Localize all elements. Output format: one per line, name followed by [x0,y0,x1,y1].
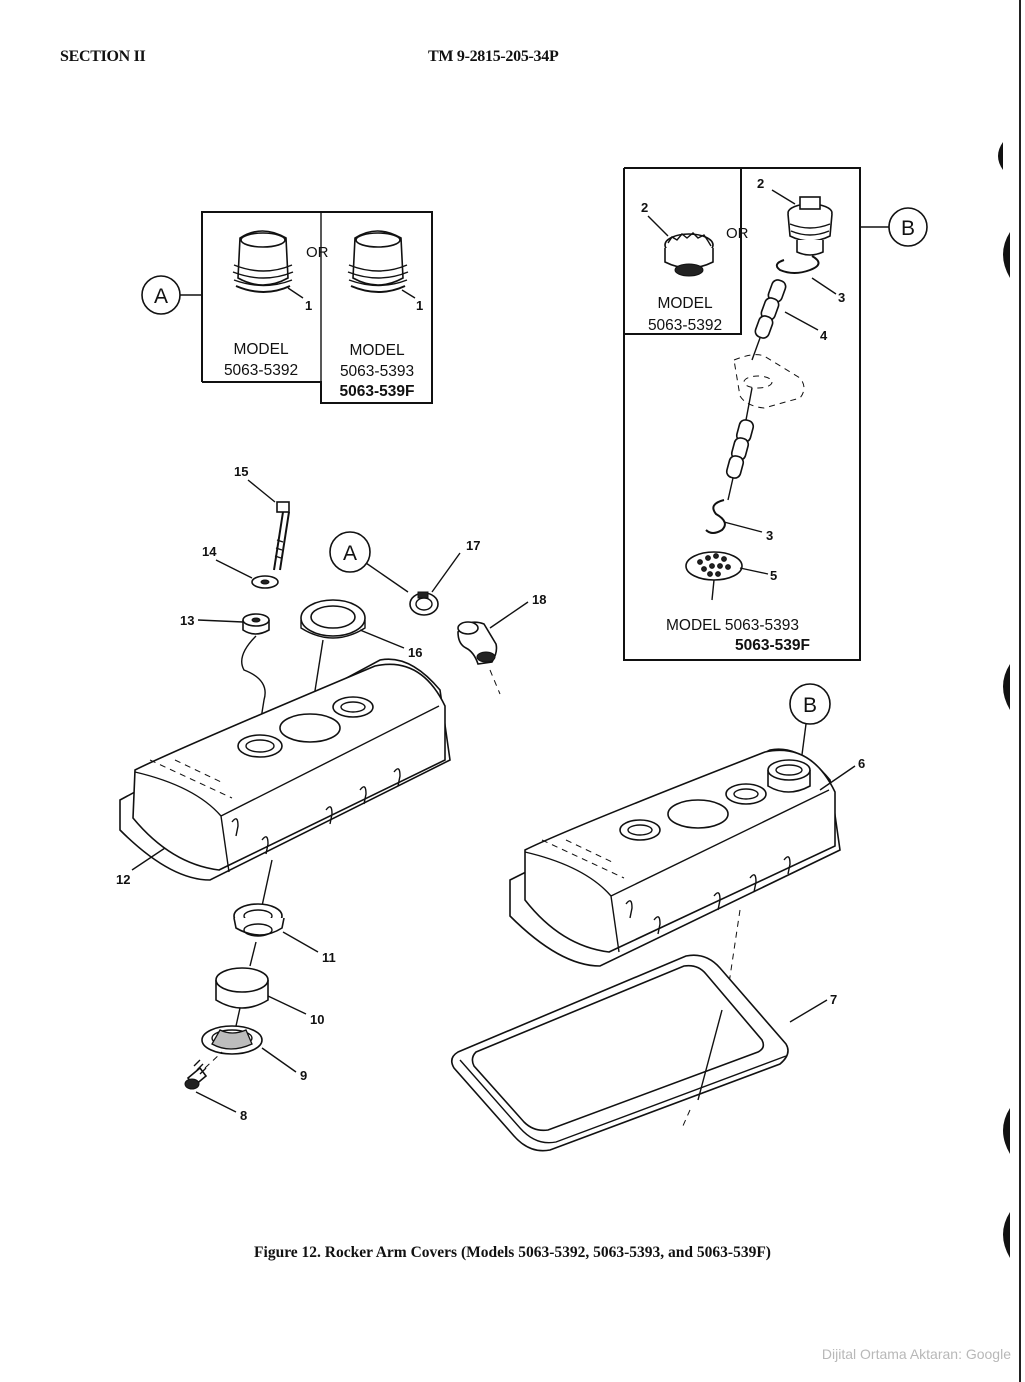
cover-gasket-icon [450,954,789,1152]
main-callout-b-letter: B [803,694,817,717]
detail-b-item-2-left: 2 [641,200,648,215]
detail-a-item-right: 1 [416,298,423,313]
chain-icon [725,419,755,479]
bolt-icon [273,501,290,571]
detail-b-bottom-model-line-2: 5063-539F [735,637,810,654]
item-15: 15 [234,464,248,479]
detail-a-right-model-label: MODEL [349,342,405,359]
s-hook-icon [705,499,726,534]
plug-cap-icon [215,967,269,1009]
item-18: 18 [532,592,546,607]
oil-filler-cap-icon [347,230,409,293]
item-14: 14 [202,544,217,559]
seal-ring-icon [233,903,285,937]
detail-a-left-model-label: MODEL [233,341,289,358]
screen-disc-icon [685,551,743,581]
item-10: 10 [310,1012,324,1027]
grommet-ring-icon [300,599,366,639]
detail-b-item-5: 5 [770,568,777,583]
item-7: 7 [830,992,837,1007]
item-8: 8 [240,1108,247,1123]
elbow-hose-icon [457,621,498,665]
grommet-icon [242,613,270,635]
detail-a: A 1 OR 1 MODEL 5063-5 [141,211,433,404]
detail-b-left-model-label: MODEL [657,295,713,312]
item-12: 12 [116,872,130,887]
detail-b-item-3-bottom: 3 [766,528,773,543]
detail-b-item-2-right: 2 [757,176,764,191]
detail-a-right-model-number-1: 5063-5393 [340,363,414,380]
item-17: 17 [466,538,480,553]
detail-a-callout-letter: A [154,285,168,308]
detail-b-left-model-number: 5063-5392 [648,317,722,334]
s-hook-icon [775,255,820,274]
figure-caption: Figure 12. Rocker Arm Covers (Models 506… [254,1244,771,1261]
main-callout-a-letter: A [343,542,357,565]
item-9: 9 [300,1068,307,1083]
rocker-arm-cover-left [119,658,451,881]
detail-b-or-label: OR [726,225,749,242]
left-rocker-cover-assembly: 15 14 13 A [116,464,546,1123]
item-6: 6 [858,756,865,771]
detail-b-bottom-model-line-1: MODEL 5063-5393 [666,617,799,634]
right-rocker-cover-assembly: B 6 [450,683,865,1152]
binding-marks [998,0,1021,1382]
hose-clamp-icon [409,591,439,616]
item-16: 16 [408,645,422,660]
detail-a-left-model-number: 5063-5392 [224,362,298,379]
detail-a-item-left: 1 [305,298,312,313]
detail-b-item-4: 4 [820,328,828,343]
item-13: 13 [180,613,194,628]
detail-b: B 2 OR MODEL 5063-5392 2 [623,167,928,661]
knurled-filler-cap-icon [664,232,714,277]
screw-icon [184,1059,208,1090]
detail-b-item-3-top: 3 [838,290,845,305]
main-callout-a-circle [329,531,371,573]
rocker-arm-cover-right [509,748,841,967]
detail-a-or-label: OR [306,244,329,261]
section-header: SECTION II [60,48,146,65]
breather-cap-icon [787,196,833,256]
detail-b-callout-letter: B [901,217,915,240]
detail-b-frame [623,167,861,661]
item-11: 11 [322,950,336,965]
chain-icon [754,279,787,339]
retainer-bracket-icon [201,1025,263,1055]
main-callout-b-circle [789,683,831,725]
oil-filler-cap-icon [232,230,294,293]
manual-number: TM 9-2815-205-34P [428,48,559,65]
digitized-by-footer: Dijital Ortama Aktaran: Google [821,1346,1011,1362]
detail-a-right-model-number-2: 5063-539F [340,383,415,400]
